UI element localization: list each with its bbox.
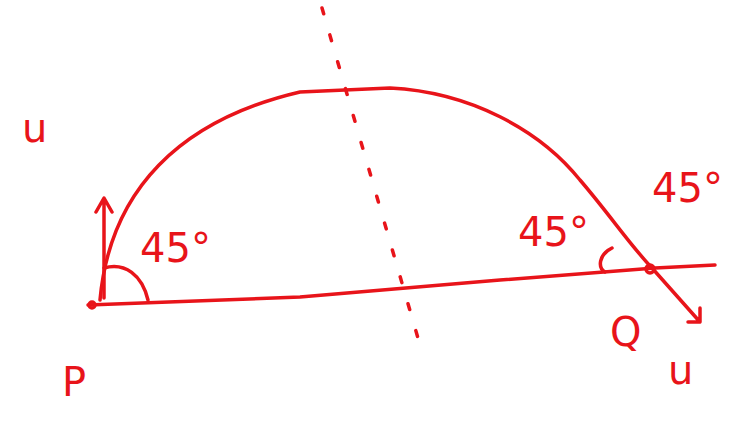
- angle-label: 45°: [140, 228, 211, 268]
- angle-label: 45°: [652, 168, 723, 208]
- angle-arc: [600, 248, 612, 272]
- angle-arc: [104, 267, 148, 300]
- angle-label: 45°: [518, 212, 589, 252]
- point-p: [89, 302, 95, 308]
- ground-line: [88, 265, 715, 305]
- velocity-label: u: [22, 108, 47, 148]
- velocity-arrow: [96, 198, 112, 298]
- point-label: P: [62, 362, 86, 402]
- point-q: [646, 265, 654, 273]
- point-label: Q: [610, 312, 641, 352]
- velocity-arrow: [652, 268, 700, 322]
- symmetry-axis: [322, 8, 420, 345]
- trajectory: [100, 88, 652, 300]
- velocity-label: u: [668, 350, 693, 390]
